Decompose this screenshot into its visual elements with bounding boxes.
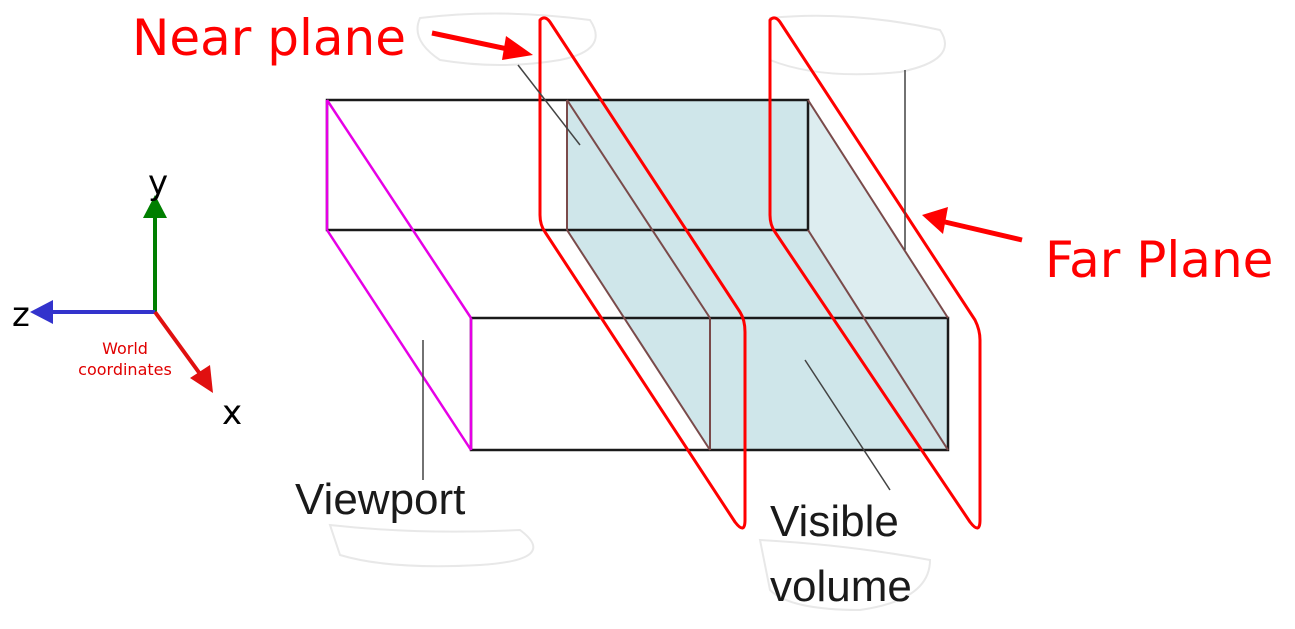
leader-lines xyxy=(422,64,906,491)
world-axes xyxy=(30,195,213,393)
edge-bottom-right xyxy=(807,229,949,451)
y-axis-label: y xyxy=(148,163,169,203)
visible-volume xyxy=(567,100,948,450)
x-axis-arrowhead xyxy=(190,365,213,393)
volume-front-face xyxy=(710,318,948,450)
visible-label: Visible xyxy=(770,497,899,546)
caption-line-1: World xyxy=(102,339,148,358)
z-axis-arrowhead xyxy=(30,300,53,324)
volume-label: volume xyxy=(770,562,912,611)
edge-top-right xyxy=(807,99,949,319)
box-edges xyxy=(325,98,950,452)
clipping-planes xyxy=(538,16,982,530)
near-plane-label: Near plane xyxy=(132,9,406,67)
volume-top-slant-face xyxy=(567,100,948,318)
viewport-edges xyxy=(325,99,473,451)
x-axis-label: x xyxy=(222,393,243,433)
background-scribbles xyxy=(328,12,946,612)
caption-line-2: coordinates xyxy=(78,360,172,379)
x-axis-line xyxy=(153,310,205,380)
viewport-label: Viewport xyxy=(295,475,466,524)
z-axis-label: z xyxy=(12,295,30,335)
edge-near-bottom xyxy=(566,229,711,451)
edge-near-top xyxy=(566,99,711,319)
near-arrow-head xyxy=(502,36,533,60)
label-arrows xyxy=(431,30,1023,243)
world-coordinates-caption: World coordinates xyxy=(70,338,180,380)
near-plane-outline xyxy=(538,16,747,530)
far-plane-outline xyxy=(768,16,982,530)
far-plane-label: Far Plane xyxy=(1045,231,1274,289)
far-arrow-head xyxy=(922,207,948,234)
y-axis-arrowhead xyxy=(143,195,167,218)
